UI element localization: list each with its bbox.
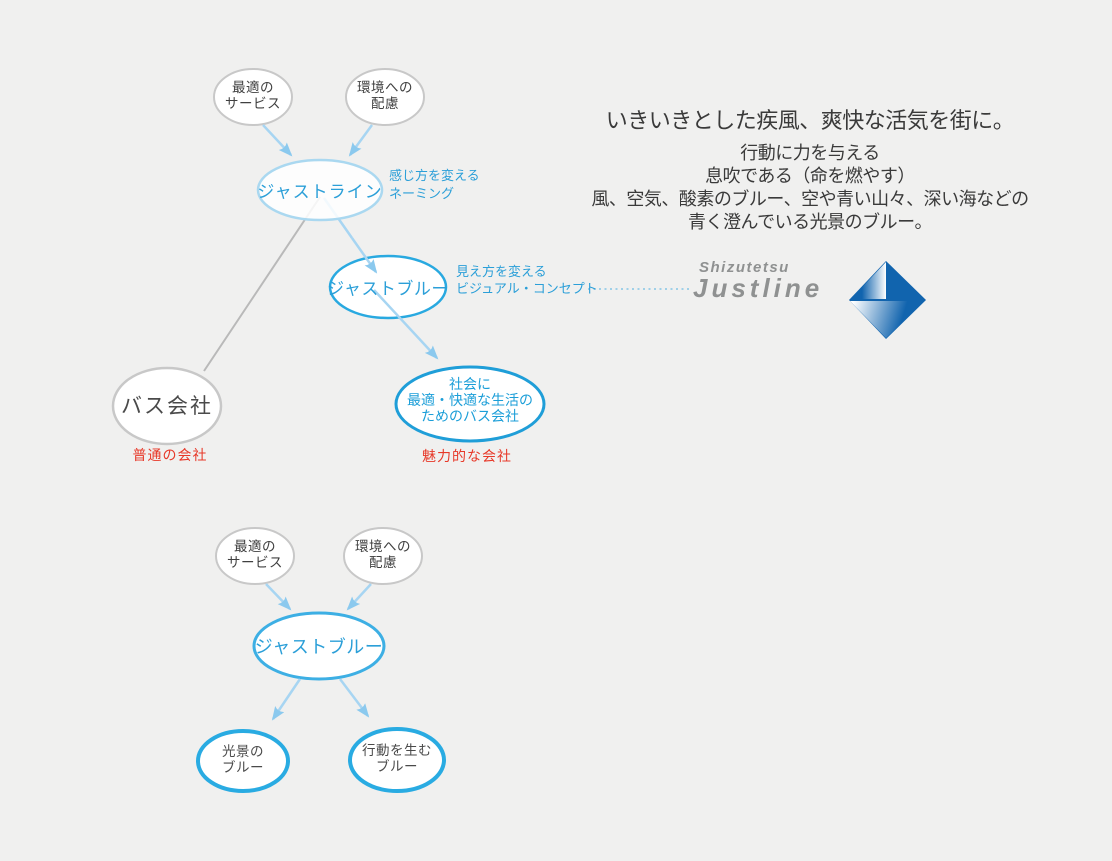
line-justline-to-bus xyxy=(203,196,321,372)
node-scenery-blue-line2: ブルー xyxy=(222,760,264,775)
naming-note: 感じ方を変える ネーミング xyxy=(389,167,480,202)
node-environment-line2: 配慮 xyxy=(371,96,399,111)
node-optimal-service-2-line2: サービス xyxy=(227,555,283,570)
arrow-service2-to-justblue2 xyxy=(265,583,292,611)
logo-company-name: Shizutetsu xyxy=(699,259,790,276)
node-justline: ジャストライン xyxy=(257,182,383,202)
node-environment: 環境への 配慮 xyxy=(357,80,413,112)
arrow-service-to-justline xyxy=(262,124,293,157)
node-scenery-blue-line1: 光景の xyxy=(222,744,264,759)
node-optimal-service: 最適の サービス xyxy=(225,80,281,112)
tagline-title: いきいきとした疾風、爽快な活気を街に。 xyxy=(605,108,1015,133)
node-action-blue-line2: ブルー xyxy=(376,759,418,774)
ellipse-action-blue xyxy=(348,727,446,793)
ellipse-environment xyxy=(345,68,425,126)
node-optimal-service-line2: サービス xyxy=(225,96,281,111)
node-environment-2-line1: 環境への xyxy=(355,539,411,554)
arrow-environment2-to-justblue2 xyxy=(346,583,372,611)
arrow-environment-to-justline xyxy=(348,124,374,157)
node-environment-line1: 環境への xyxy=(357,80,413,95)
label-ordinary-company: 普通の会社 xyxy=(132,447,208,463)
visual-note: 見え方を変える ビジュアル・コンセプト xyxy=(456,264,598,297)
arrow-justblue2-to-action xyxy=(339,678,370,718)
tagline-line3: 風、空気、酸素のブルー、空や青い山々、深い海などの xyxy=(591,189,1029,209)
visual-note-line2: ビジュアル・コンセプト xyxy=(456,280,598,296)
node-action-blue-line1: 行動を生む xyxy=(362,743,432,758)
node-social-bus: 社会に 最適・快適な生活の ためのバス会社 xyxy=(407,378,533,426)
arrow-justline-to-justblue-head xyxy=(350,237,378,274)
node-environment-2: 環境への 配慮 xyxy=(355,539,411,571)
label-attractive-company: 魅力的な会社 xyxy=(422,448,512,464)
ellipse-scenery-blue xyxy=(196,729,290,793)
naming-note-line1: 感じ方を変える xyxy=(389,168,480,183)
ellipse-social-bus xyxy=(394,365,546,443)
arrow-justblue2-to-scenery xyxy=(271,678,302,721)
node-optimal-service-2: 最適の サービス xyxy=(227,539,283,571)
ellipse-justline xyxy=(256,158,384,222)
node-justblue-2: ジャストブルー xyxy=(254,637,384,657)
node-action-blue: 行動を生む ブルー xyxy=(362,743,432,775)
ellipse-justblue-2 xyxy=(252,611,386,681)
ellipse-optimal-service-2 xyxy=(215,527,295,585)
naming-note-line2: ネーミング xyxy=(389,185,455,201)
tagline-line1: 行動に力を与える xyxy=(740,143,880,163)
node-environment-2-line2: 配慮 xyxy=(369,555,397,570)
node-justblue: ジャストブルー xyxy=(327,279,449,299)
node-social-bus-line2: 最適・快適な生活の xyxy=(407,394,533,409)
ellipse-environment-2 xyxy=(343,527,423,585)
visual-note-line1: 見え方を変える xyxy=(456,264,547,279)
node-optimal-service-2-line1: 最適の xyxy=(234,539,276,554)
ellipse-justblue xyxy=(328,254,448,320)
logo-brand-name: Justline xyxy=(693,273,824,303)
ellipse-bus-company xyxy=(111,366,223,446)
ellipse-optimal-service xyxy=(213,68,293,126)
node-social-bus-line1: 社会に xyxy=(449,378,491,393)
justline-logo-mark xyxy=(849,261,926,339)
arrow-justblue-to-social xyxy=(373,289,439,360)
brand-tagline: いきいきとした疾風、爽快な活気を街に。 行動に力を与える 息吹である（命を燃やす… xyxy=(591,103,1029,234)
node-scenery-blue: 光景の ブルー xyxy=(222,744,264,776)
node-optimal-service-line1: 最適の xyxy=(232,80,274,95)
tagline-line4: 青く澄んでいる光景のブルー。 xyxy=(688,212,932,232)
tagline-line2: 息吹である（命を燃やす） xyxy=(705,166,915,186)
node-social-bus-line3: ためのバス会社 xyxy=(421,410,519,425)
node-bus-company: バス会社 xyxy=(121,394,213,418)
